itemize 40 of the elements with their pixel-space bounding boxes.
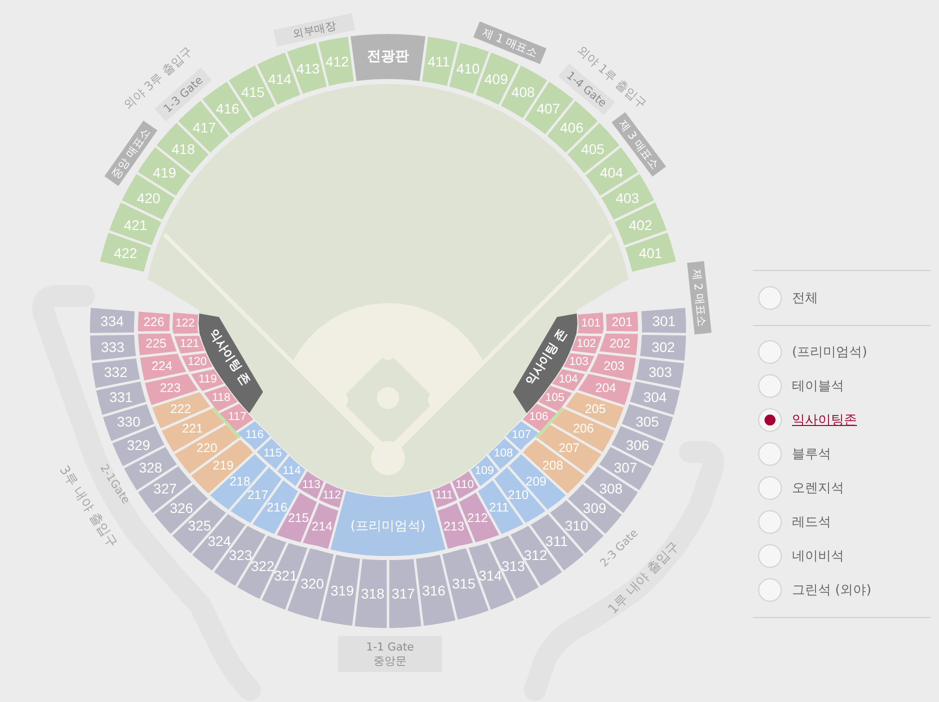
seat-section: 224	[140, 354, 186, 380]
seat-section: 202	[599, 334, 638, 356]
seat-section: 302	[640, 334, 686, 361]
seat-section: 301	[641, 308, 686, 333]
radio-option: 오렌지석	[758, 476, 844, 500]
radio-option: 전체	[758, 286, 818, 310]
seat-section: 303	[636, 358, 684, 388]
scoreboard: 전광판	[350, 34, 426, 81]
seat-section: 333	[90, 334, 136, 361]
seat-section: 101	[578, 312, 604, 334]
seat-section: 401	[625, 232, 676, 272]
seat-section: 225	[138, 334, 177, 356]
seat-section: 121	[174, 336, 205, 354]
ticket-office-sign: 제 2 매표소	[687, 261, 712, 334]
seat-section: 318	[354, 558, 387, 628]
seat-section: 111	[432, 482, 457, 508]
seat-section: 103	[563, 353, 594, 372]
radio-option: 네이비석	[758, 544, 844, 568]
radio-option: (프리미엄석)	[758, 340, 868, 364]
seat-section: 122	[172, 312, 198, 334]
seat-section: 204	[578, 374, 632, 406]
radio-option: 테이블석	[758, 374, 844, 398]
gate-sign: 1-1 Gate 중앙문	[338, 636, 442, 672]
seat-section: 317	[389, 558, 422, 628]
seat-section: 331	[96, 382, 146, 415]
seat-section: 411	[422, 36, 458, 86]
seat-section: 201	[606, 312, 638, 332]
radio-option: 그린석 (외야)	[758, 578, 872, 602]
seat-section: 334	[90, 308, 135, 333]
seat-section: 332	[92, 358, 140, 388]
seat-section: 120	[182, 353, 213, 372]
radio-option: 레드석	[758, 510, 831, 534]
seat-section: 226	[138, 312, 170, 332]
seat-section: 412	[318, 36, 354, 86]
seat-section: 422	[100, 232, 151, 272]
seat-section: 421	[109, 202, 162, 246]
radio-option: 블루석	[758, 442, 831, 466]
seat-section: 223	[144, 374, 198, 406]
seat-section: 102	[571, 336, 602, 354]
seat-section: 402	[614, 202, 667, 246]
